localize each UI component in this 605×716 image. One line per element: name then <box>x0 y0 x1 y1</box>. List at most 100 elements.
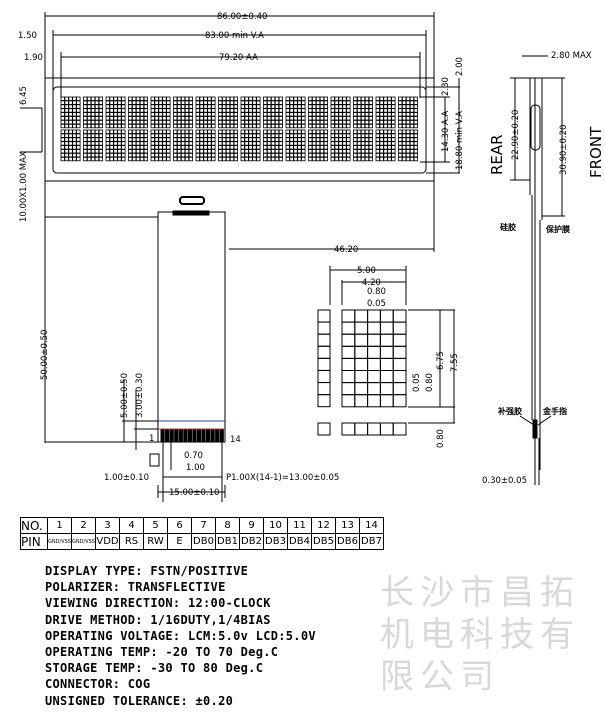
dot <box>203 116 208 121</box>
pin-number: 1 <box>47 517 72 534</box>
dot <box>150 137 155 142</box>
dot <box>311 133 317 138</box>
dot <box>72 100 77 105</box>
dot <box>360 100 366 105</box>
dot <box>387 116 392 121</box>
dot <box>270 120 276 125</box>
dot <box>338 100 343 105</box>
dot <box>301 149 306 154</box>
dot <box>211 123 216 129</box>
dot <box>409 100 415 105</box>
dot <box>278 145 284 150</box>
dot <box>221 96 227 101</box>
dot <box>405 156 411 162</box>
dot <box>256 104 261 109</box>
dot <box>301 156 306 162</box>
pin-function: GND/VSS <box>71 533 96 550</box>
dot <box>211 149 216 154</box>
dot <box>375 145 380 150</box>
dot <box>301 112 306 117</box>
dot <box>158 141 163 146</box>
dot <box>330 112 335 117</box>
character-cell <box>173 129 194 162</box>
dot <box>162 145 167 150</box>
dot <box>256 129 261 134</box>
cursor-dot <box>317 321 331 335</box>
pixel-dot <box>379 321 394 335</box>
pin-number: 10 <box>263 517 288 534</box>
dot <box>109 104 114 109</box>
dot <box>356 156 362 162</box>
fpc-contact <box>174 429 179 443</box>
dot <box>334 123 339 129</box>
dot <box>162 96 167 101</box>
pin-function: VDD <box>95 533 120 550</box>
dot <box>94 137 100 142</box>
dot <box>113 116 118 121</box>
dot <box>154 100 159 105</box>
dot <box>256 120 261 125</box>
dot <box>409 156 415 162</box>
dot <box>109 100 114 105</box>
dot <box>229 123 235 129</box>
dot <box>225 156 231 162</box>
dot <box>72 116 77 121</box>
dot <box>409 112 415 117</box>
dot <box>195 141 200 146</box>
dot <box>266 123 272 129</box>
dot <box>323 108 329 113</box>
dot <box>387 112 392 117</box>
dot <box>188 152 194 158</box>
dot <box>173 108 178 113</box>
dot <box>83 141 88 146</box>
dot <box>195 116 200 121</box>
dot <box>207 137 212 142</box>
dot <box>128 112 133 117</box>
pixel-dot <box>341 321 356 335</box>
dot <box>248 129 253 134</box>
dot <box>207 129 212 134</box>
dot <box>154 116 159 121</box>
dot <box>338 156 343 162</box>
dot <box>94 152 100 158</box>
dot <box>139 145 145 150</box>
dot <box>244 112 249 117</box>
dot <box>364 104 370 109</box>
dot <box>166 145 171 150</box>
dot <box>128 133 133 138</box>
dot <box>319 96 325 101</box>
dot <box>398 156 403 162</box>
dot <box>105 120 110 125</box>
dot <box>98 129 103 134</box>
dot <box>285 133 290 138</box>
dot <box>308 123 313 129</box>
dot <box>143 120 149 125</box>
dot <box>266 137 272 142</box>
dot <box>109 156 114 162</box>
cursor-dot <box>317 370 331 383</box>
dot <box>109 116 114 121</box>
dot <box>94 96 100 101</box>
dot <box>98 112 103 117</box>
dot <box>207 100 212 105</box>
pin-first-label: 1 <box>149 434 154 444</box>
dot <box>76 141 81 146</box>
dot <box>162 116 167 121</box>
dot <box>401 137 407 142</box>
dot <box>266 133 272 138</box>
dot <box>94 149 100 154</box>
dot <box>94 120 100 125</box>
dot <box>176 96 182 101</box>
spec-line: POLARIZER: TRANSFLECTIVE <box>45 580 226 595</box>
dot <box>364 100 370 105</box>
dot <box>143 100 149 105</box>
character-cell <box>285 129 306 162</box>
pin-function: DB4 <box>287 533 312 550</box>
pixel-dot <box>354 309 369 323</box>
dot <box>87 112 92 117</box>
dot <box>401 141 407 146</box>
dot <box>353 137 358 142</box>
dot <box>379 129 384 134</box>
dot <box>263 156 268 162</box>
dot <box>248 152 253 158</box>
